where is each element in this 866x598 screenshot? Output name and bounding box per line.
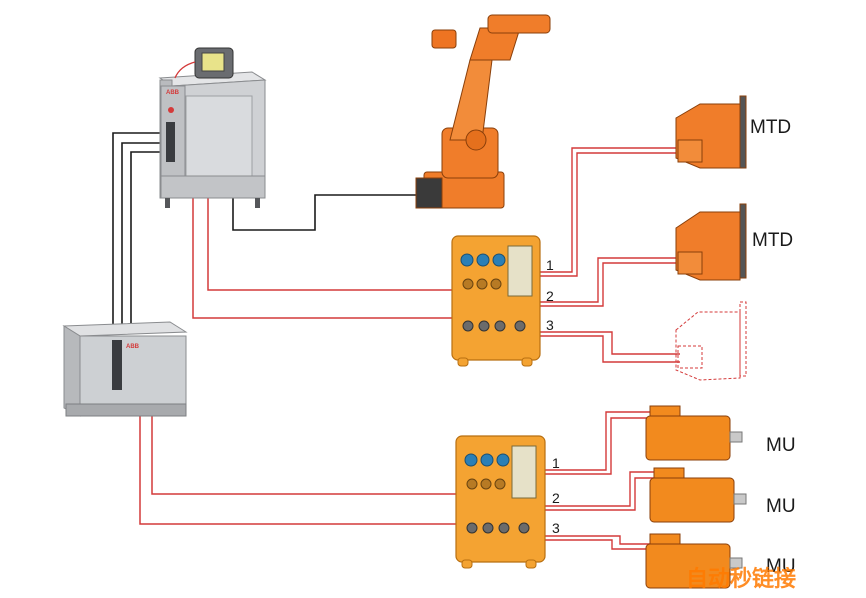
black-cables — [112, 132, 420, 330]
motor-label-mu-1: MU — [766, 435, 796, 456]
optional-motor-outline — [675, 301, 747, 381]
controller-power-led — [168, 107, 174, 113]
sdb1-port-label-3: 3 — [546, 317, 554, 333]
motor-label-mtd-1: MTD — [750, 117, 791, 138]
motor-label-mu-2: MU — [766, 496, 796, 517]
servo-disconnect-box-1 — [451, 235, 541, 367]
sdb2-port-label-2: 2 — [552, 490, 560, 506]
robot-controller-cabinet: ABB — [158, 47, 267, 208]
drive-module-logo: ABB — [126, 344, 140, 350]
controller-logo: ABB — [166, 90, 180, 96]
mu-motor-2 — [649, 467, 747, 523]
sdb2-port-label-1: 1 — [552, 455, 560, 471]
mtd-motor-2 — [675, 203, 747, 281]
red-cables-controller — [192, 198, 452, 319]
teach-pendant — [174, 47, 234, 79]
servo-disconnect-box-2 — [455, 435, 546, 569]
motor-label-mu-3: MU — [766, 556, 796, 577]
motor-label-mtd-2: MTD — [752, 230, 793, 251]
mu-motor-1 — [645, 405, 743, 461]
red-cables-sdb1-outputs — [540, 147, 680, 363]
drive-module-cabinet: ABB — [62, 321, 188, 417]
red-cables-sdb2-outputs — [545, 411, 655, 550]
mu-motor-3 — [645, 533, 743, 589]
industrial-robot-arm — [415, 14, 551, 209]
red-cables-drive-module — [139, 410, 456, 525]
mtd-motor-1 — [675, 95, 747, 169]
watermark-text: 自动秒链接 — [686, 566, 796, 592]
sdb1-port-label-2: 2 — [546, 288, 554, 304]
sdb1-port-label-1: 1 — [546, 257, 554, 273]
sdb2-port-label-3: 3 — [552, 520, 560, 536]
